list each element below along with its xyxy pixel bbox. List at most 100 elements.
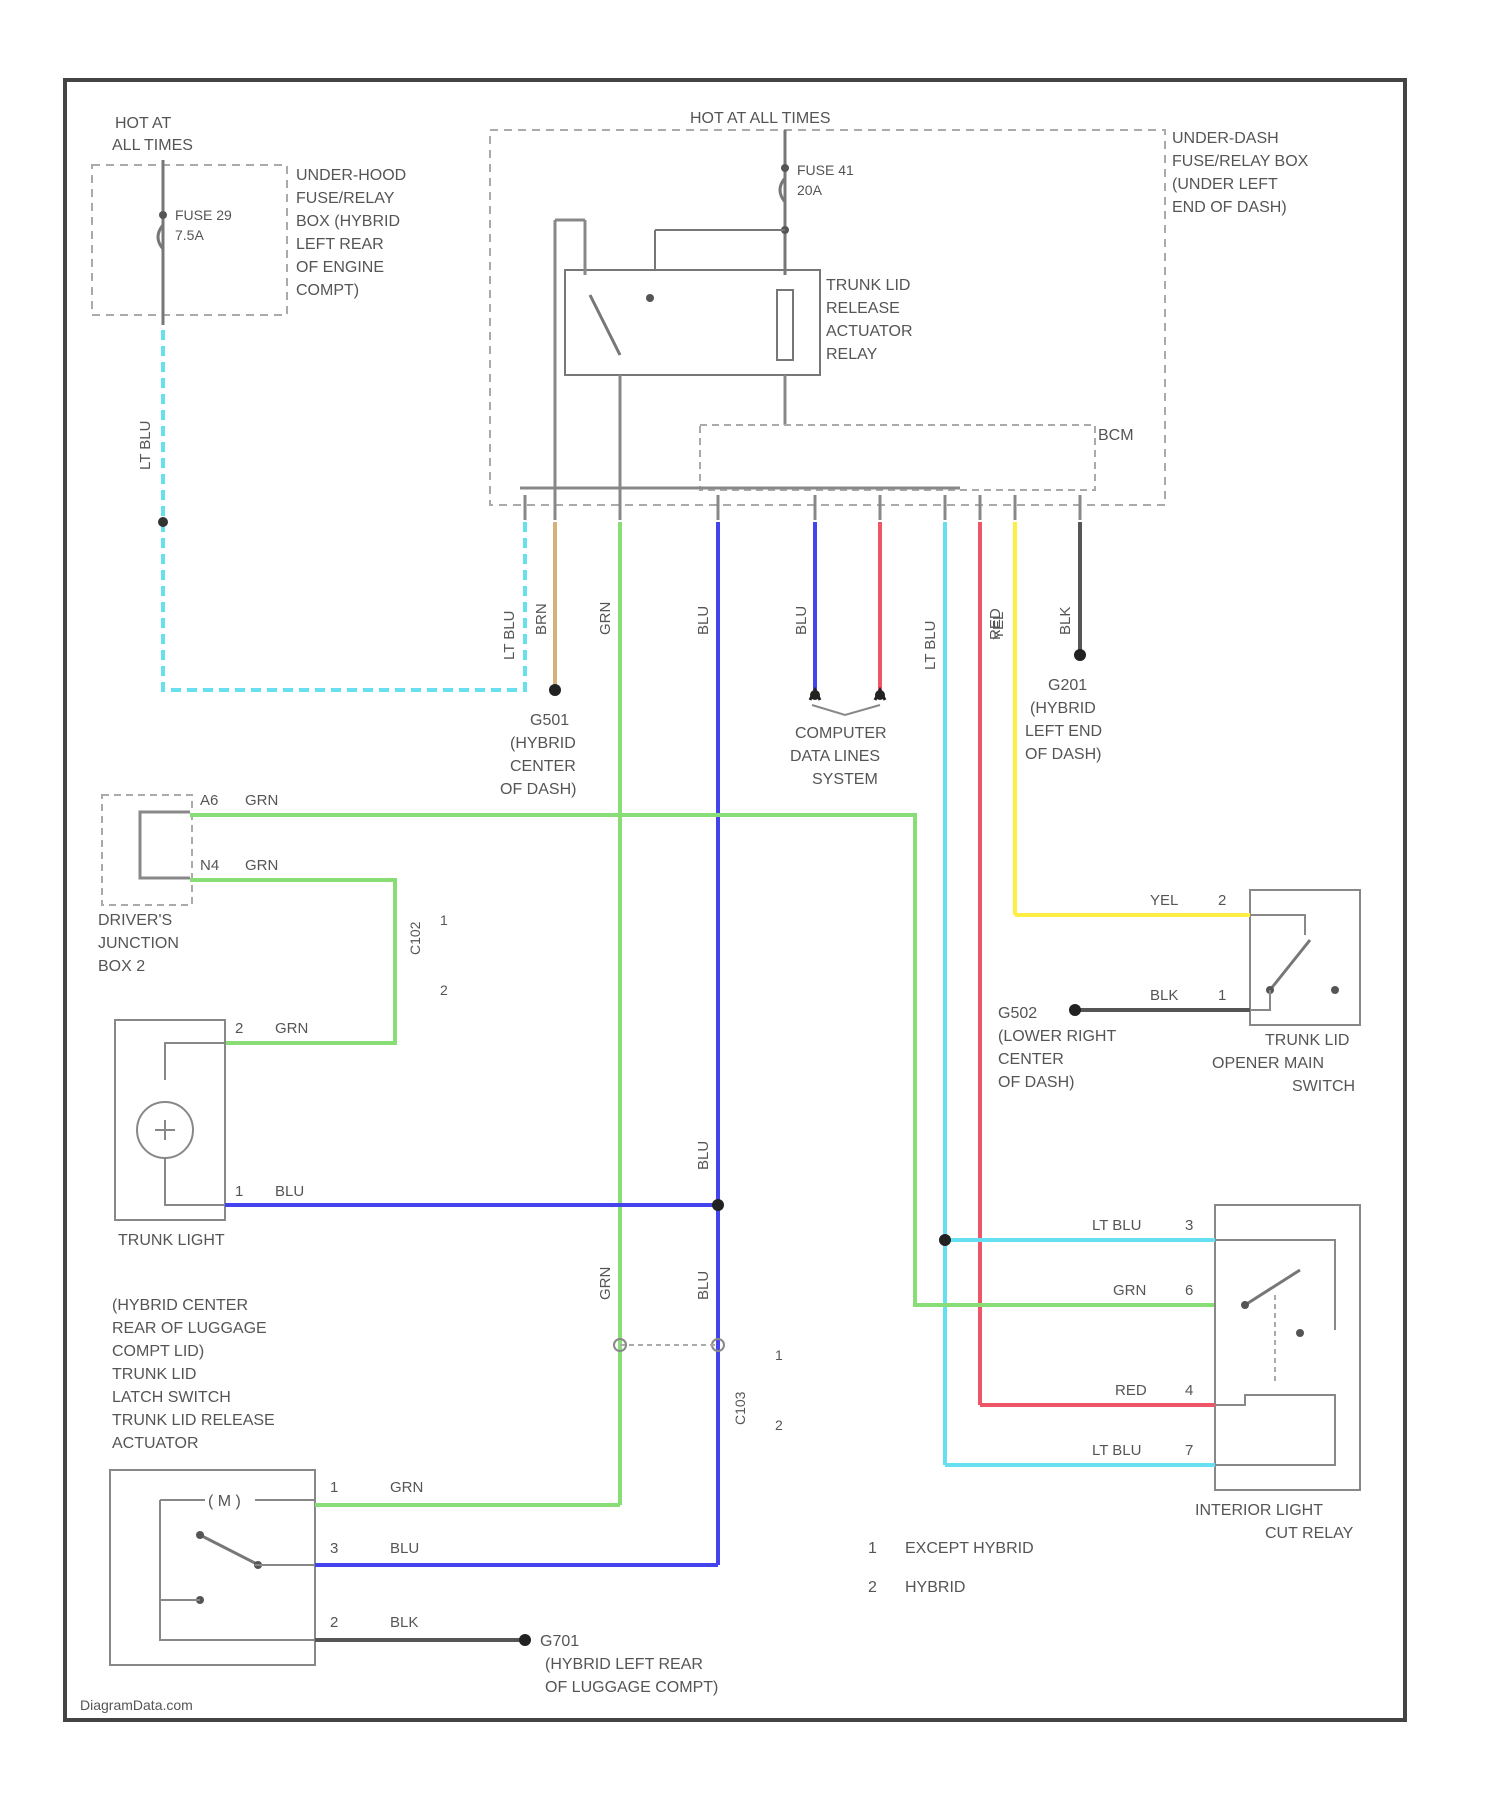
legend-text-2: HYBRID [905, 1579, 965, 1596]
trunk-light-box [115, 1020, 225, 1220]
wire-label-ltblu-5: LT BLU [1092, 1442, 1141, 1459]
wire-label-ltblu-3: LT BLU [922, 621, 939, 670]
wire-label-blk-1: BLK [1057, 607, 1074, 635]
computer-data-label-3: SYSTEM [812, 771, 878, 788]
splice-num-1: 1 [440, 912, 448, 928]
underdash-fuse-box [490, 130, 1165, 505]
underdash-label-3: (UNDER LEFT [1172, 176, 1278, 193]
splice-num-3: 1 [775, 1347, 783, 1363]
ground-bottom-node [519, 1634, 531, 1646]
interior-relay-label-1: INTERIOR LIGHT [1195, 1502, 1323, 1519]
jb-label-2: JUNCTION [98, 935, 179, 952]
motor-icon: ( M ) [208, 1493, 241, 1510]
g201-label-2: (HYBRID [1030, 700, 1096, 717]
ground-right-node [1069, 1004, 1081, 1016]
wire-label-blu-6: BLU [390, 1540, 419, 1557]
trunk-light-internal-top [165, 1043, 225, 1080]
diagram-frame [65, 80, 1405, 1720]
hot-label-left-1: HOT AT [115, 115, 172, 132]
watermark: DiagramData.com [80, 1697, 193, 1713]
wire-label-grn-2: GRN [245, 792, 278, 809]
ir-coil [1215, 1395, 1335, 1465]
relay-contact [590, 295, 620, 355]
g201-label-1: G201 [1048, 677, 1087, 694]
latch-label-2: REAR OF LUGGAGE [112, 1320, 267, 1337]
latch-internal-wires [160, 1565, 315, 1640]
relay-label-3: ACTUATOR [826, 323, 913, 340]
trunk-light-label: TRUNK LIGHT [118, 1232, 225, 1249]
fuse41-label: FUSE 41 [797, 162, 854, 178]
wire-label-grn-4: GRN [275, 1020, 308, 1037]
latch-label-1: (HYBRID CENTER [112, 1297, 248, 1314]
wire-label-blu-4: BLU [695, 1141, 712, 1170]
interior-relay-label-2: CUT RELAY [1265, 1525, 1354, 1542]
latch-label-6: TRUNK LID RELEASE [112, 1412, 275, 1429]
ir-terminal [1296, 1329, 1304, 1337]
wire-label-yel-1: YEL [990, 612, 1007, 640]
jb-label-3: BOX 2 [98, 958, 145, 975]
latch-label-5: LATCH SWITCH [112, 1389, 231, 1406]
wire-label-brn: BRN [533, 603, 550, 635]
hot-label-left-2: ALL TIMES [112, 137, 193, 154]
pin-act-2: 2 [330, 1614, 338, 1631]
g-right-label-1: G502 [998, 1005, 1037, 1022]
underhood-label-2: FUSE/RELAY [296, 190, 395, 207]
pin-sw-1: 1 [1218, 987, 1226, 1004]
conn-label-b: C103 [732, 1391, 748, 1425]
pin-sw-2: 2 [1218, 892, 1226, 909]
wire-label-blu-5: BLU [695, 1271, 712, 1300]
actuator-internal [160, 1500, 315, 1600]
trunk-light-filament [155, 1120, 175, 1140]
fuse41-node-top [781, 164, 789, 172]
legend-num-1: 1 [868, 1540, 877, 1557]
underhood-label-3: BOX (HYBRID [296, 213, 400, 230]
pin-act-1: 1 [330, 1479, 338, 1496]
ir-contact [1245, 1270, 1300, 1305]
main-switch-label-1: TRUNK LID [1265, 1032, 1349, 1049]
wire-label-ltblu-1: LT BLU [137, 421, 154, 470]
g-bottom-label-1: G701 [540, 1633, 579, 1650]
underhood-label-1: UNDER-HOOD [296, 167, 406, 184]
splice-num-4: 2 [775, 1417, 783, 1433]
pin-jb-n4: N4 [200, 857, 219, 874]
wire-label-grn-3: GRN [245, 857, 278, 874]
ltblu-splice-node [939, 1234, 951, 1246]
legend-text-1: EXCEPT HYBRID [905, 1540, 1034, 1557]
g-right-label-2: (LOWER RIGHT [998, 1028, 1116, 1045]
data-bracket [812, 705, 880, 715]
ltblu-wire-fuse29 [163, 330, 525, 690]
blu-splice-node [712, 1199, 724, 1211]
relay-contact-node [646, 294, 654, 302]
data-node-1 [810, 690, 820, 700]
ir-pivot [1241, 1301, 1249, 1309]
wire-label-grn-7: GRN [390, 1479, 423, 1496]
wire-label-ltblu-2: LT BLU [501, 611, 518, 660]
pin-ir-7: 7 [1185, 1442, 1193, 1459]
hot-label-top: HOT AT ALL TIMES [690, 110, 831, 127]
wire-label-blk-2: BLK [1150, 987, 1178, 1004]
trunk-main-switch-box [1250, 890, 1360, 1025]
bcm-label: BCM [1098, 427, 1134, 444]
relay-coil [777, 290, 793, 360]
conn-label-a: C102 [407, 921, 423, 955]
wire-label-blu-3: BLU [275, 1183, 304, 1200]
underhood-label-6: COMPT) [296, 282, 359, 299]
pin-tl-2: 2 [235, 1020, 243, 1037]
main-switch-label-2: OPENER MAIN [1212, 1055, 1324, 1072]
ground-g201-node [1074, 649, 1086, 661]
pin-jb-a6: A6 [200, 792, 218, 809]
data-line-arrows [810, 690, 885, 700]
wire-label-blu-2: BLU [793, 606, 810, 635]
switch-terminal [1331, 986, 1339, 994]
wire-label-ltblu-4: LT BLU [1092, 1217, 1141, 1234]
computer-data-label-2: DATA LINES [790, 748, 880, 765]
latch-label-4: TRUNK LID [112, 1366, 196, 1383]
underdash-label-4: END OF DASH) [1172, 199, 1287, 216]
legend-num-2: 2 [868, 1579, 877, 1596]
underhood-label-5: OF ENGINE [296, 259, 384, 276]
pin-ir-6: 6 [1185, 1282, 1193, 1299]
underdash-connector-pins [525, 495, 1080, 520]
bcm-box [700, 425, 1095, 490]
fuse29-label: FUSE 29 [175, 207, 232, 223]
fuse29-node [159, 211, 167, 219]
